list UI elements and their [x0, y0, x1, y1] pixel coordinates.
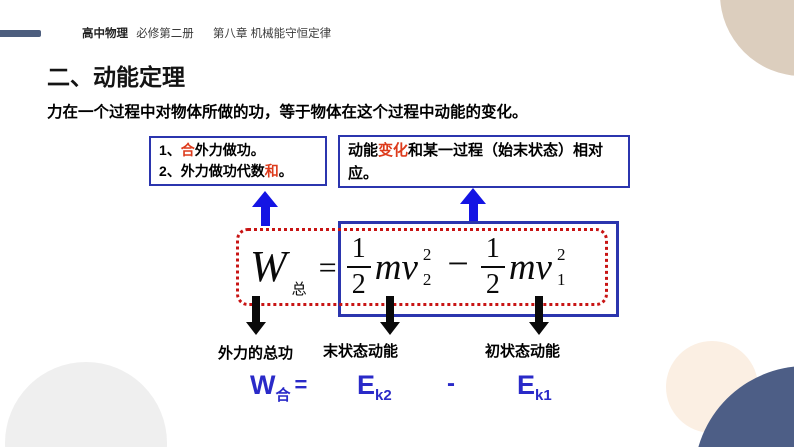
work-symbol: W — [250, 242, 287, 291]
down-arrow-1-head — [246, 322, 266, 335]
down-arrow-2-stem — [386, 296, 394, 322]
header-breadcrumb: 高中物理 必修第二册 第八章 机械能守恒定律 — [82, 25, 331, 41]
minus-sign: − — [447, 243, 469, 285]
up-arrow-right-head — [460, 188, 486, 204]
scripts-v2: 2 2 — [422, 245, 432, 289]
decor-circle-gray — [5, 362, 167, 447]
formula-dotted-frame — [236, 228, 608, 306]
note-box-right: 动能变化和某一过程（始末状态）相对应。 — [338, 135, 630, 188]
course-name: 高中物理 — [82, 28, 128, 40]
kinetic-energy-formula: W 总 = 1 2 mv 2 2 − 1 2 mv 2 1 — [250, 229, 565, 305]
up-arrow-right — [460, 188, 486, 223]
work-symbol-sub: 总 — [291, 281, 307, 298]
down-arrow-final-ke — [380, 296, 400, 335]
label-final-ke: 末状态动能 — [323, 343, 399, 360]
highlight-bianhua: 变化 — [378, 142, 409, 159]
label-total-work: 外力的总功 — [218, 345, 294, 362]
formula-blue-frame — [338, 221, 619, 317]
equation-ek1: Ek1 — [517, 370, 552, 404]
up-arrow-left-stem — [260, 207, 270, 226]
term-mv2: mv — [374, 246, 418, 288]
highlight-he: 和 — [264, 163, 279, 179]
chapter-name: 第八章 机械能守恒定律 — [212, 28, 332, 40]
header-accent-bar — [0, 30, 41, 37]
highlight-he2: 合 — [180, 142, 195, 158]
fraction-one-half-1: 1 2 — [346, 235, 371, 299]
equation-ek2: Ek2 — [357, 370, 392, 404]
fraction-one-half-2: 1 2 — [480, 235, 505, 299]
note-left-line1: 1、合外力做功。 — [159, 142, 265, 158]
theorem-statement: 力在一个过程中对物体所做的功，等于物体在这个过程中动能的变化。 — [47, 104, 528, 121]
down-arrow-1-stem — [252, 296, 260, 322]
label-initial-ke: 初状态动能 — [485, 343, 561, 360]
down-arrow-initial-ke — [529, 296, 549, 335]
note-left-line2: 2、外力做功代数和。 — [159, 163, 293, 179]
book-name: 必修第二册 — [136, 28, 194, 40]
page-title: 二、动能定理 — [47, 64, 185, 90]
decor-circle-beige — [720, 0, 794, 76]
equals-sign: = — [318, 249, 337, 285]
equation-lhs: W合= — [250, 370, 308, 404]
down-arrow-3-stem — [535, 296, 543, 322]
down-arrow-total-work — [246, 296, 266, 335]
up-arrow-right-stem — [468, 204, 478, 223]
down-arrow-2-head — [380, 322, 400, 335]
term-mv1: mv — [508, 246, 552, 288]
down-arrow-3-head — [529, 322, 549, 335]
up-arrow-left — [252, 191, 278, 226]
scripts-v1: 2 1 — [556, 245, 566, 289]
up-arrow-left-head — [252, 191, 278, 207]
equation-minus: - — [447, 370, 455, 397]
note-box-left: 1、合外力做功。 2、外力做功代数和。 — [149, 136, 327, 186]
